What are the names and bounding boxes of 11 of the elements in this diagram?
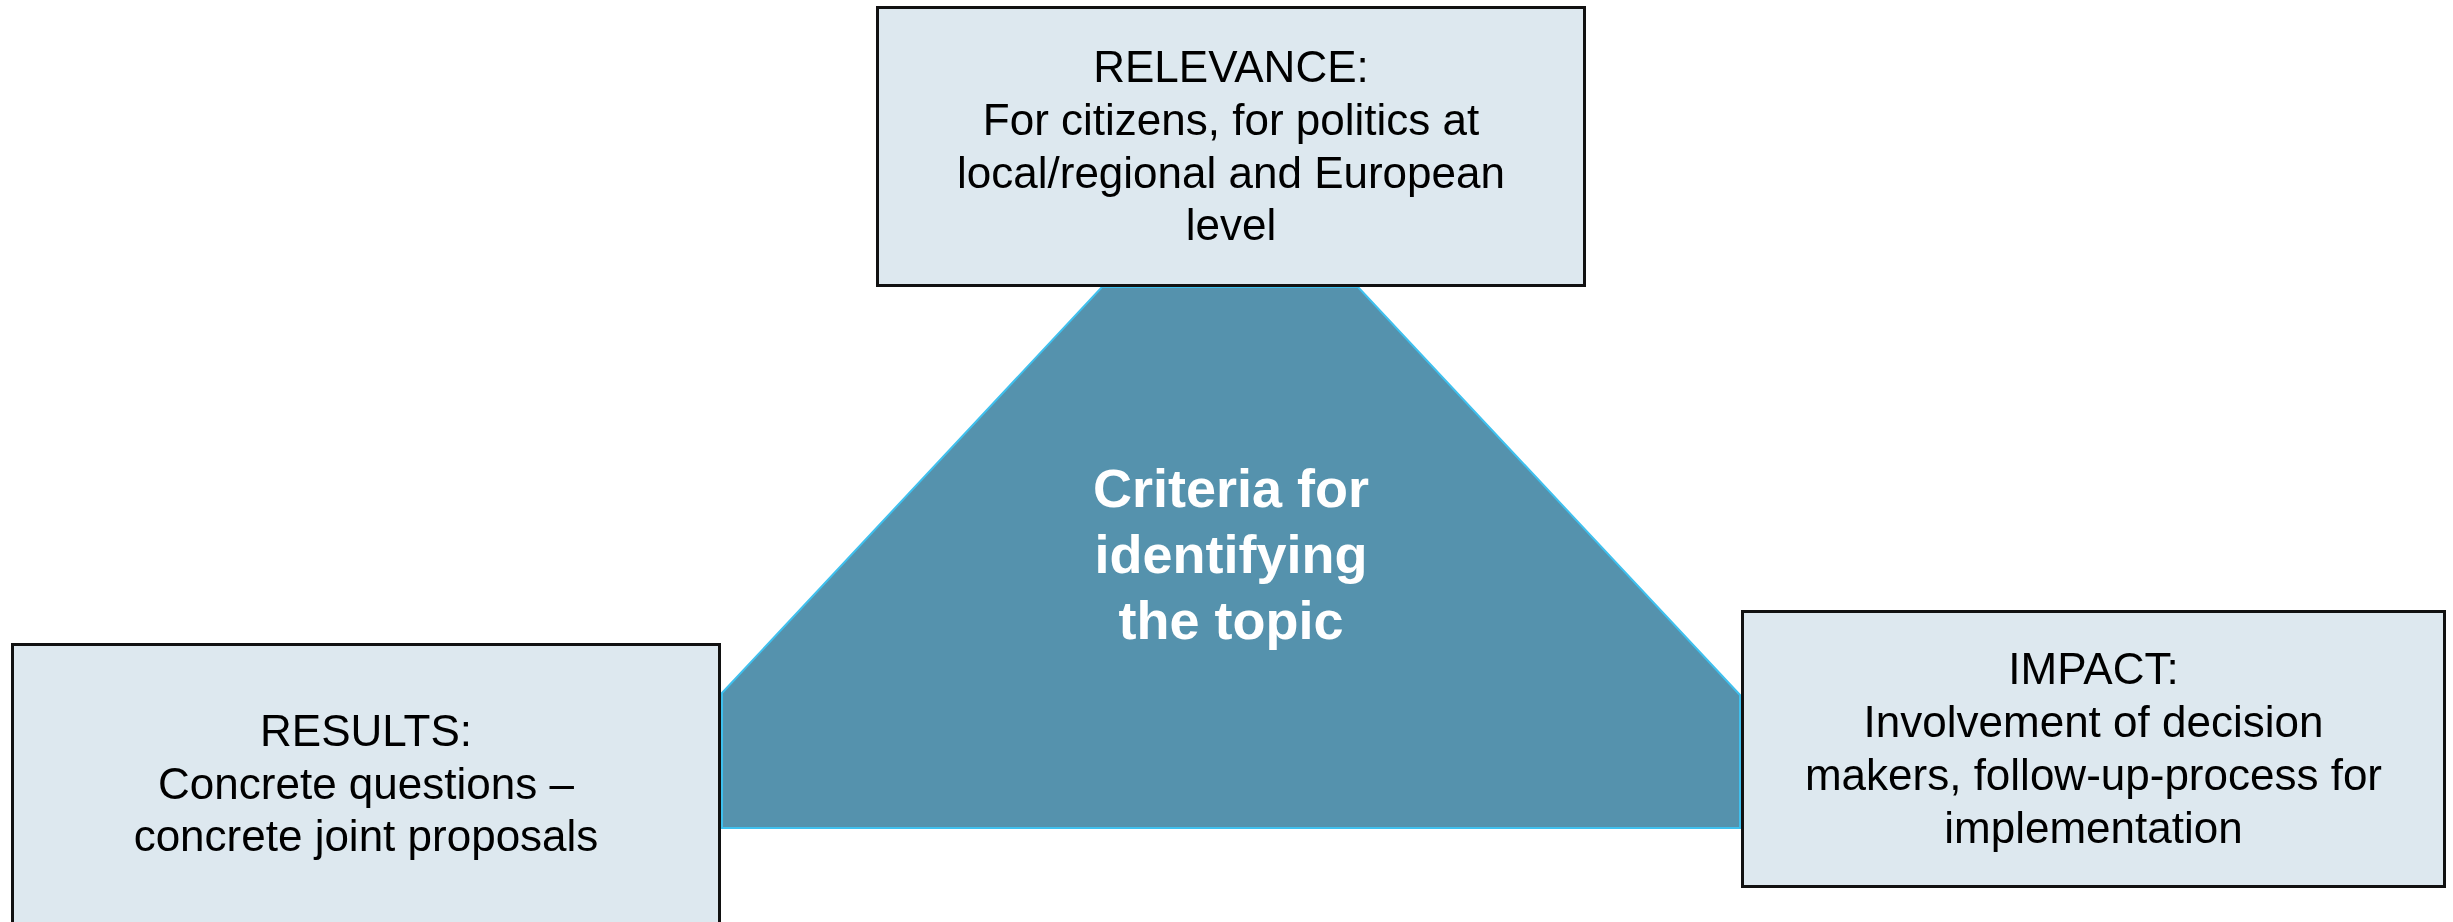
heading: RESULTS: (260, 704, 472, 757)
criterion-box (1741, 610, 2446, 888)
triangle-shape (721, 287, 1741, 829)
body-text: Concrete questions – concrete joint proposals (132, 757, 600, 863)
heading: RELEVANCE: (1093, 40, 1369, 93)
heading: IMPACT: (2008, 643, 2179, 696)
center-title: Criteria for identifying the topic (1091, 457, 1371, 653)
criterion-box (11, 643, 721, 922)
criterion-box (876, 6, 1586, 287)
body-text: Involvement of decision makers, follow-up-process for implementation (1803, 696, 2384, 854)
body-text: For citizens, for politics at local/regional and European level (956, 93, 1506, 252)
